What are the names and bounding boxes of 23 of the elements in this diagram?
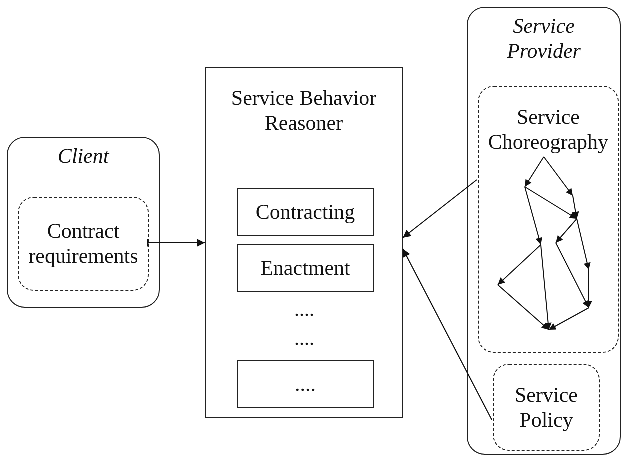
dashed-rounded-box [478, 86, 619, 353]
box-label: Contract requirements [28, 219, 140, 269]
container-box [467, 7, 621, 455]
process-box [237, 244, 374, 292]
box-label: Service Behavior Reasoner [230, 85, 378, 136]
box-label: Service Choreography [487, 104, 610, 155]
process-box [205, 67, 403, 418]
process-box [237, 188, 374, 236]
box-label: .... [295, 372, 316, 396]
box-label: Service Policy [514, 382, 579, 432]
process-box [237, 360, 374, 408]
ellipsis-text: .... [294, 329, 316, 349]
box-label: Contracting [256, 200, 356, 224]
arrow [147, 238, 205, 248]
dashed-rounded-box [18, 197, 149, 291]
container-box [7, 137, 160, 308]
box-label: Enactment [260, 256, 350, 280]
container-title: Client [58, 143, 110, 169]
container-title: Service Provider [506, 13, 582, 64]
arrow [402, 248, 492, 420]
ellipsis-text: .... [294, 300, 316, 320]
dashed-rounded-box [493, 364, 600, 451]
arrow [402, 180, 478, 238]
